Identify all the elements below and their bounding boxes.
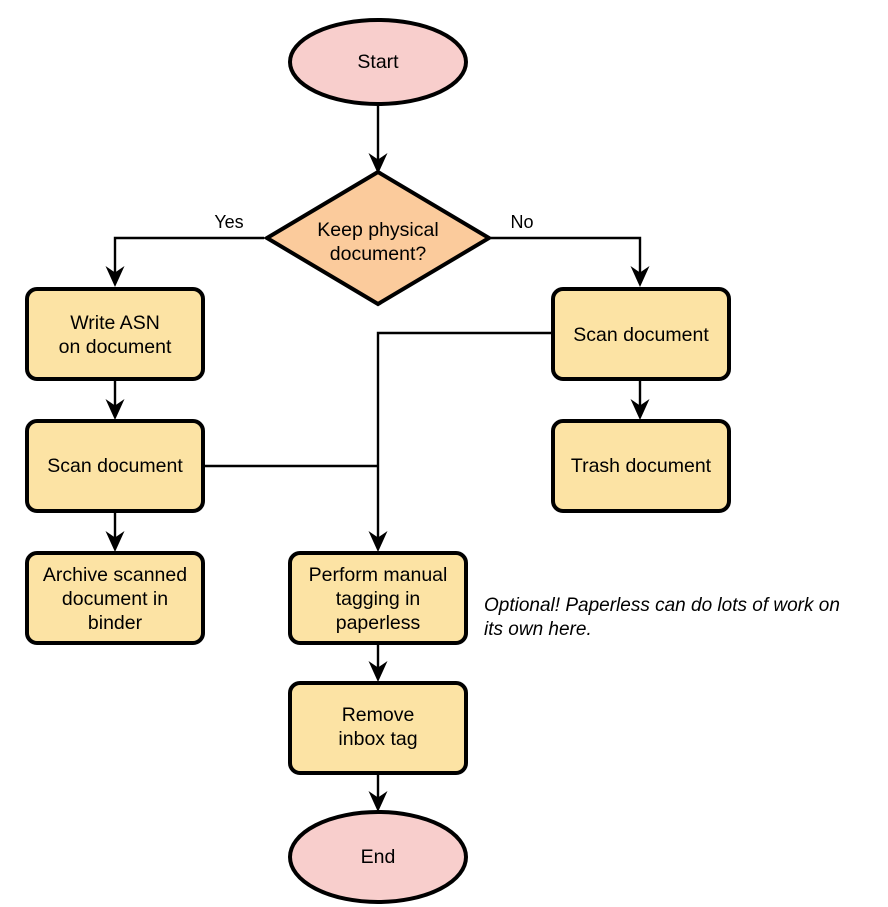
node-perform-manual-tagging[interactable]: Perform manual tagging in paperless <box>288 551 468 645</box>
node-remove-inbox-label-line1: Remove <box>342 704 415 726</box>
node-archive-label-line2: document in <box>62 588 168 610</box>
tagging-rect-shape[interactable] <box>288 551 468 645</box>
write-asn-rect-shape[interactable] <box>25 287 205 381</box>
node-scan-document-left-label: Scan document <box>47 455 183 477</box>
note-optional-line2: its own here. <box>484 619 592 640</box>
connector-decision-yes-to-write-asn <box>105 236 264 287</box>
connector-remove-inbox-to-end <box>368 772 388 812</box>
node-scan-document-left[interactable]: Scan document <box>25 419 205 513</box>
node-scan-document-right-label: Scan document <box>573 324 709 346</box>
node-tagging-label-line1: Perform manual <box>309 564 448 586</box>
connector-write-asn-to-scan-left <box>105 378 125 420</box>
connector-tagging-to-remove-inbox <box>368 644 388 682</box>
node-tagging-label-line2: tagging in <box>336 588 421 610</box>
node-start-label: Start <box>357 51 399 73</box>
node-archive-label-line1: Archive scanned <box>43 564 187 586</box>
node-archive-label-line3: binder <box>88 612 143 634</box>
connector-scan-left-to-archive <box>105 510 125 552</box>
node-end-label: End <box>361 846 396 868</box>
node-archive-scanned-document[interactable]: Archive scanned document in binder <box>25 551 205 645</box>
node-end[interactable]: End <box>288 810 468 904</box>
edge-label-no: No <box>510 212 533 232</box>
node-write-asn[interactable]: Write ASN on document <box>25 287 205 381</box>
node-remove-inbox-tag[interactable]: Remove inbox tag <box>288 681 468 775</box>
end-ellipse-shape[interactable] <box>288 810 468 904</box>
node-trash-document[interactable]: Trash document <box>551 419 731 513</box>
connector-scan-right-to-tagging <box>368 331 551 552</box>
node-trash-document-label: Trash document <box>571 455 712 477</box>
node-decision-label-line1: Keep physical <box>317 219 438 241</box>
note-optional-paperless: Optional! Paperless can do lots of work … <box>484 595 840 640</box>
node-decision-label-line2: document? <box>330 243 427 265</box>
node-decision-keep-physical-document[interactable]: Keep physical document? <box>263 169 493 307</box>
scan-document-left-rect-shape[interactable] <box>25 419 205 513</box>
node-tagging-label-line3: paperless <box>336 612 421 634</box>
node-scan-document-right[interactable]: Scan document <box>551 287 731 381</box>
scan-document-right-rect-shape[interactable] <box>551 287 731 381</box>
node-write-asn-label-line2: on document <box>59 336 172 358</box>
node-write-asn-label-line1: Write ASN <box>70 312 160 334</box>
note-optional-line1: Optional! Paperless can do lots of work … <box>484 595 840 616</box>
connector-decision-no-to-scan-right <box>491 236 650 287</box>
trash-document-rect-shape[interactable] <box>551 419 731 513</box>
node-remove-inbox-label-line2: inbox tag <box>338 728 417 750</box>
connector-scan-right-to-trash <box>630 378 650 420</box>
archive-rect-shape[interactable] <box>25 551 205 645</box>
connector-start-to-decision <box>368 101 388 174</box>
remove-inbox-tag-rect-shape[interactable] <box>288 681 468 775</box>
edge-label-yes: Yes <box>214 212 243 232</box>
decision-diamond-shape[interactable] <box>263 169 493 307</box>
start-ellipse-shape[interactable] <box>288 18 468 106</box>
node-start[interactable]: Start <box>288 18 468 106</box>
